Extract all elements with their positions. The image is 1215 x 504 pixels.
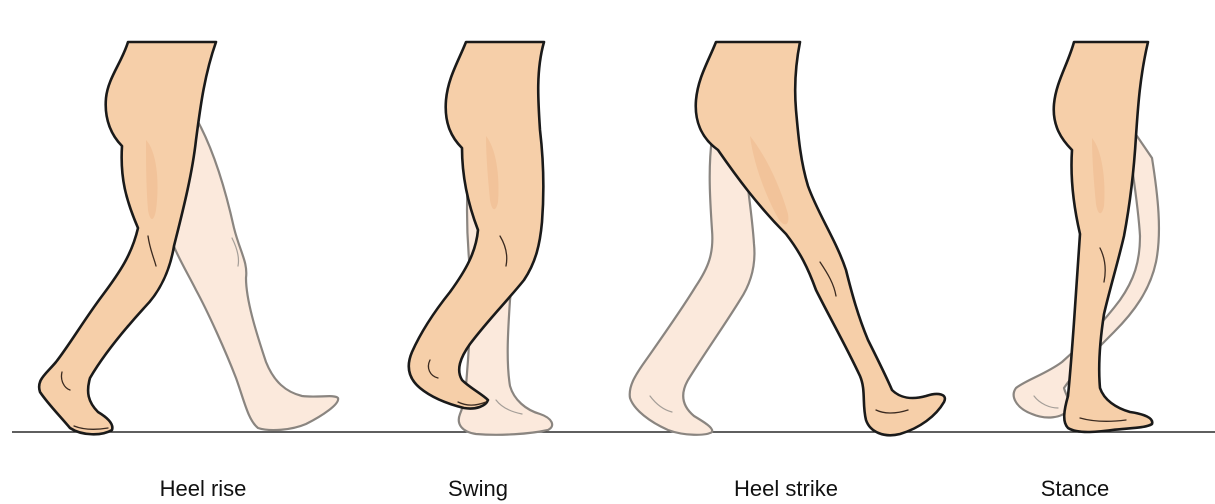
heel-strike-back-leg xyxy=(630,138,755,435)
phase-swing-illustration xyxy=(409,42,552,435)
phase-label-heel-strike: Heel strike xyxy=(676,478,896,500)
phase-heel-strike-illustration xyxy=(630,42,945,435)
phase-label-stance: Stance xyxy=(965,478,1185,500)
phase-stance-illustration xyxy=(1014,42,1159,432)
phase-label-swing: Swing xyxy=(368,478,588,500)
phase-heel-rise-illustration xyxy=(39,42,338,434)
phase-label-heel-rise: Heel rise xyxy=(93,478,313,500)
